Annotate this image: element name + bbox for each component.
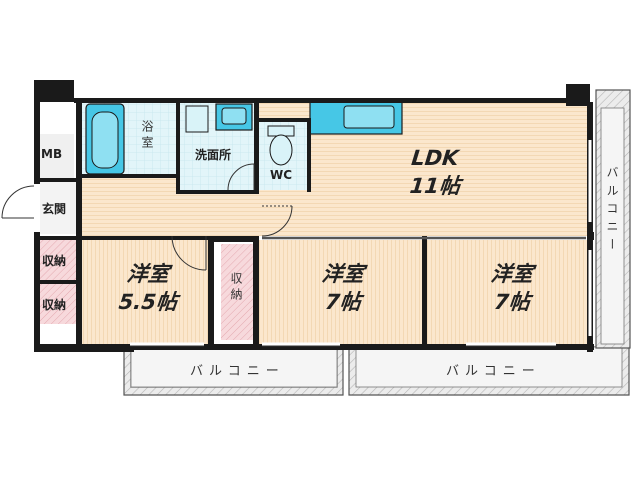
ldk-size: 11帖 xyxy=(408,174,462,198)
western-left-size: 5.5帖 xyxy=(117,290,179,314)
western-mid-floor xyxy=(259,240,422,344)
western-mid-size: 7帖 xyxy=(323,290,363,314)
western-right-floor xyxy=(425,240,590,344)
western-left-name: 洋室 xyxy=(125,262,171,286)
mb-label: MB xyxy=(41,147,63,161)
storage-3-floor xyxy=(221,244,253,340)
western-right-name: 洋室 xyxy=(489,262,535,286)
bath-label: 浴室 xyxy=(140,120,154,152)
entrance-floor xyxy=(40,182,82,234)
doors xyxy=(1,140,592,347)
storage-1-label: 収納 xyxy=(42,254,67,268)
balcony-bottom-left-label: バルコニー xyxy=(190,364,285,379)
western-left-floor xyxy=(82,237,208,344)
kitchen-counter xyxy=(309,101,403,135)
walls xyxy=(34,80,594,352)
wash-basin xyxy=(185,103,253,133)
washroom-label: 洗面所 xyxy=(195,148,232,162)
toilet-fixture xyxy=(267,125,295,166)
storage-2-label: 収納 xyxy=(42,298,67,312)
western-mid-name: 洋室 xyxy=(320,262,366,286)
balcony-bottom-right-label: バルコニー xyxy=(446,364,541,379)
balcony-bottom-left xyxy=(123,346,344,396)
storage-1-floor xyxy=(40,240,80,280)
balcony-right xyxy=(595,89,631,349)
balcony-right-label: バルコニー xyxy=(605,166,619,256)
bathtub xyxy=(85,103,125,175)
mb-floor xyxy=(40,134,74,178)
storage-3-label: 収納 xyxy=(229,272,243,304)
western-right-size: 7帖 xyxy=(492,290,532,314)
entrance-label: 玄関 xyxy=(42,202,67,216)
storage-2-floor xyxy=(40,284,80,324)
toilet-label: WC xyxy=(270,168,293,182)
ldk-name: LDK xyxy=(410,146,460,170)
